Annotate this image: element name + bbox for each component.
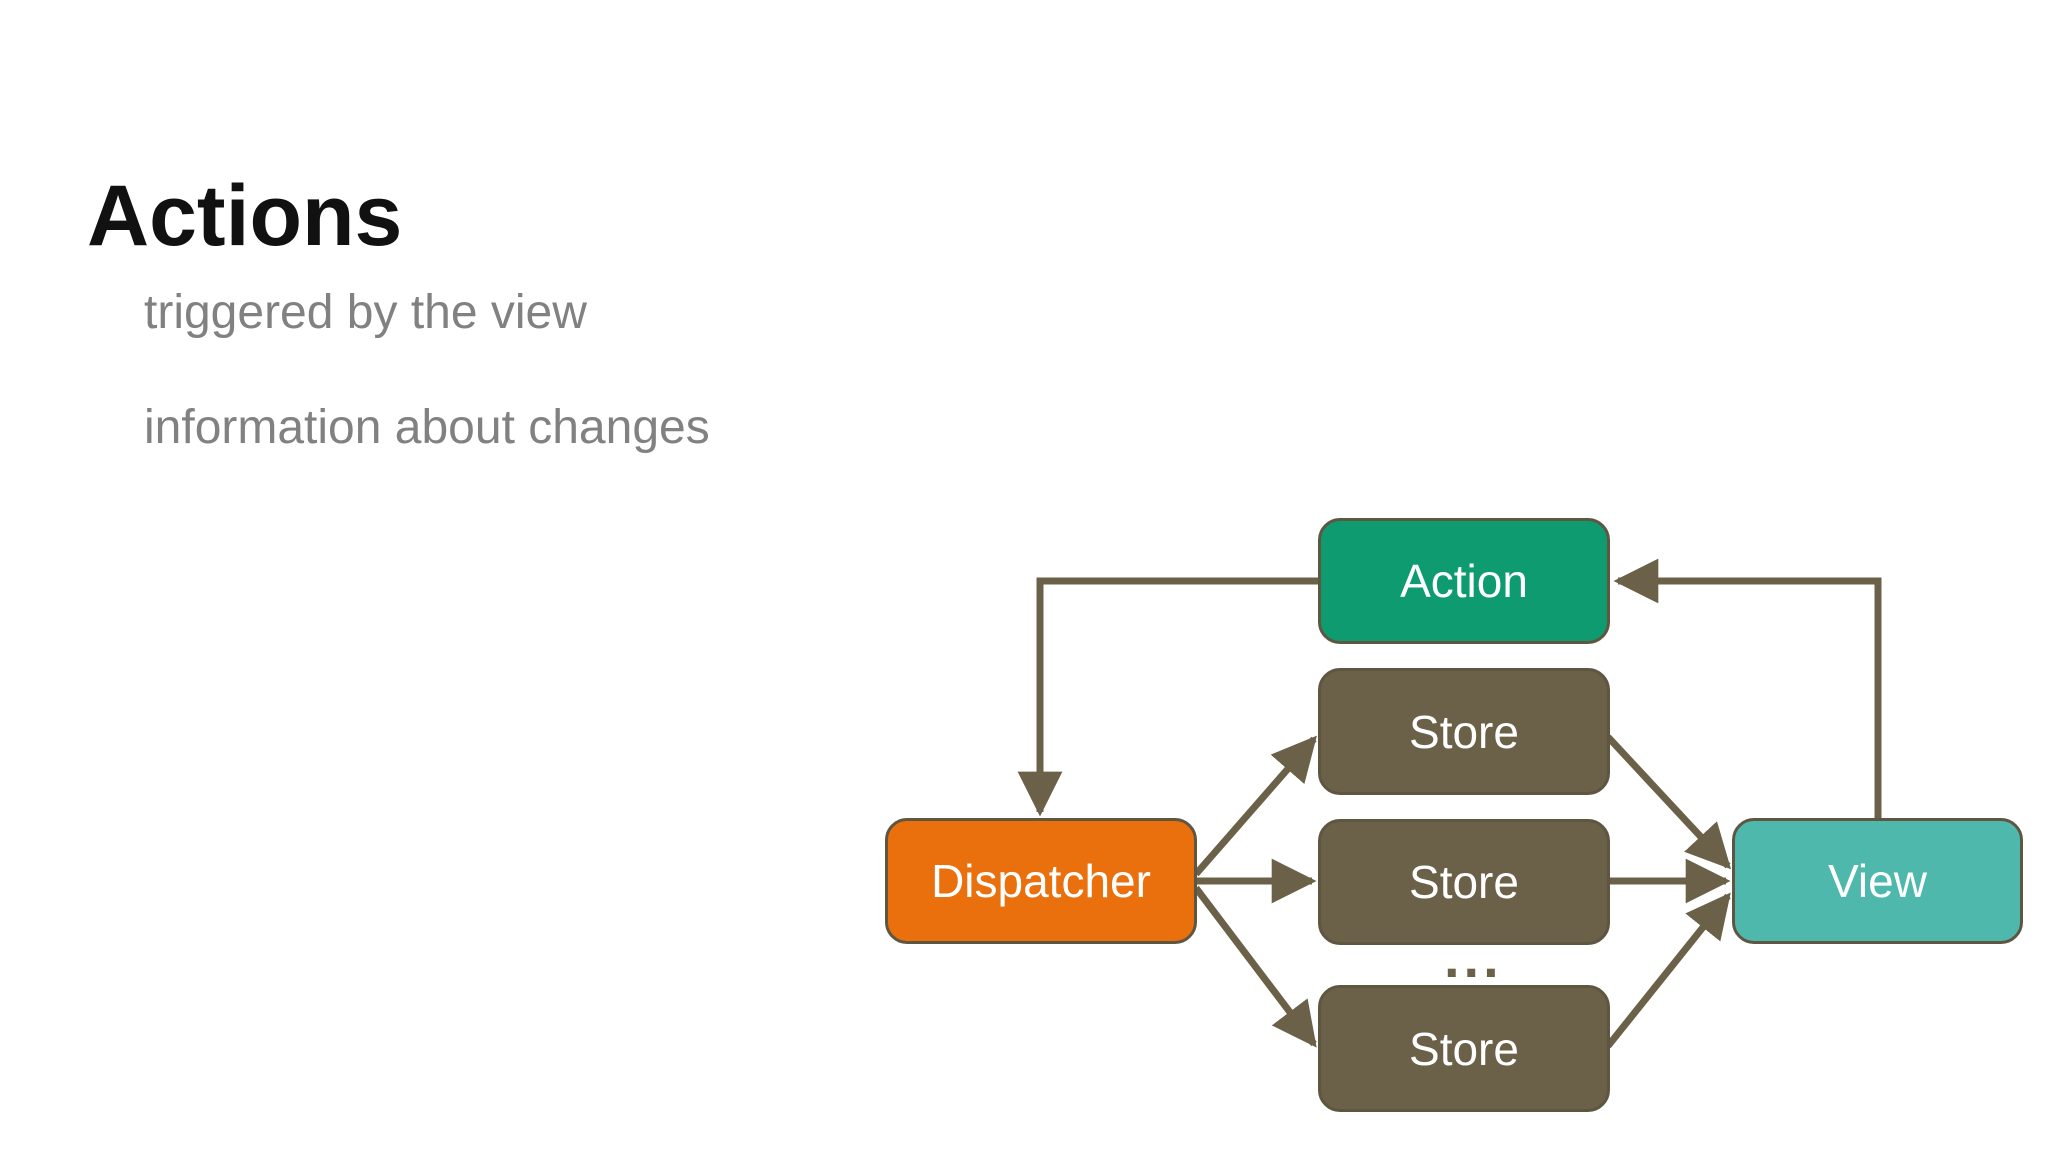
node-dispatcher-label: Dispatcher xyxy=(931,855,1151,907)
node-view: View xyxy=(1732,818,2023,944)
node-store-2-label: Store xyxy=(1409,856,1519,908)
bullet-information-about-changes: information about changes xyxy=(144,401,710,454)
node-store-2: Store xyxy=(1318,819,1610,945)
edge-dispatcher-to-store-3 xyxy=(1193,885,1317,1048)
node-action: Action xyxy=(1318,518,1610,644)
edge-store-1-to-view xyxy=(1605,734,1732,870)
node-action-label: Action xyxy=(1400,555,1528,607)
page-title: Actions xyxy=(87,167,403,264)
edge-store-3-to-view xyxy=(1605,892,1731,1049)
node-view-label: View xyxy=(1828,855,1927,907)
edge-view-to-action xyxy=(1613,558,1882,820)
node-store-3: Store xyxy=(1318,985,1610,1112)
bullet-triggered-by-view: triggered by the view xyxy=(144,286,587,339)
node-store-1-label: Store xyxy=(1409,705,1519,758)
node-store-1: Store xyxy=(1318,668,1610,795)
node-dispatcher: Dispatcher xyxy=(885,818,1197,944)
edge-action-to-dispatcher xyxy=(1017,577,1318,817)
edge-dispatcher-to-store-1 xyxy=(1193,735,1317,877)
node-store-3-label: Store xyxy=(1409,1022,1519,1075)
